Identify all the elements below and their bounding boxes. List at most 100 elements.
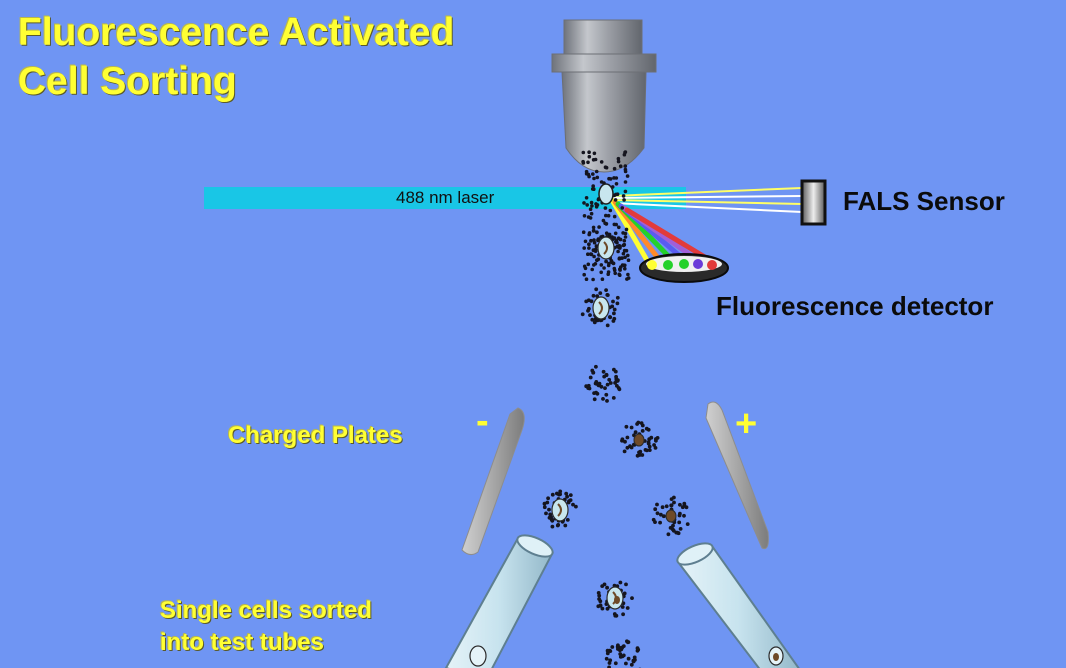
stream-particle bbox=[607, 261, 611, 266]
fluorescence-light-beams bbox=[609, 197, 716, 265]
stream-particle bbox=[602, 266, 606, 270]
droplet-stream bbox=[581, 150, 631, 282]
stream-particle bbox=[582, 264, 587, 269]
stream-particle bbox=[582, 246, 586, 250]
stream-particle bbox=[621, 243, 626, 248]
cell-nucleus-icon bbox=[665, 509, 677, 523]
stream-particle bbox=[591, 225, 596, 230]
stream-particle bbox=[612, 176, 616, 180]
stream-particle bbox=[603, 206, 608, 210]
stream-particle bbox=[618, 164, 623, 168]
stream-particle bbox=[612, 214, 617, 219]
negative-charged-plate-icon bbox=[461, 407, 525, 556]
stream-particle bbox=[617, 225, 621, 230]
stream-particle bbox=[584, 277, 589, 282]
stream-particle bbox=[623, 164, 628, 168]
stream-particle bbox=[606, 272, 610, 277]
stream-particle bbox=[608, 177, 613, 181]
stream-particle bbox=[588, 207, 593, 211]
droplet-icon bbox=[651, 495, 690, 537]
droplet-icon bbox=[580, 287, 620, 328]
stream-particle bbox=[593, 262, 598, 266]
fluorescence-beam bbox=[624, 207, 716, 265]
fals-light-lines bbox=[611, 187, 803, 213]
stream-particle bbox=[582, 201, 586, 205]
stream-particle bbox=[603, 165, 608, 169]
droplet-icon bbox=[542, 489, 578, 529]
stream-particle bbox=[614, 182, 619, 186]
stream-particle bbox=[595, 203, 600, 207]
droplet-icon bbox=[604, 639, 642, 668]
left-test-tube-icon bbox=[444, 534, 554, 668]
stream-particle bbox=[624, 227, 629, 232]
droplet-icon bbox=[596, 580, 634, 618]
minus-sign: - bbox=[476, 400, 489, 442]
stream-particle bbox=[622, 152, 627, 157]
stream-particle bbox=[622, 238, 627, 243]
stream-particle bbox=[621, 194, 626, 198]
stream-particle bbox=[621, 251, 626, 256]
droplet-icon bbox=[587, 230, 627, 266]
stream-particle bbox=[586, 262, 591, 267]
fluorescence-detector-label: Fluorescence detector bbox=[716, 291, 994, 321]
stream-particle bbox=[623, 169, 628, 174]
fals-sensor-label: FALS Sensor bbox=[843, 186, 1005, 216]
stream-particle bbox=[626, 272, 630, 277]
stream-particle bbox=[601, 218, 606, 223]
stream-particle bbox=[589, 211, 594, 216]
stream-particle bbox=[591, 229, 596, 233]
stream-particle bbox=[587, 150, 591, 154]
page-title: Fluorescence Activated Cell Sorting bbox=[18, 8, 454, 106]
stream-particle bbox=[583, 239, 588, 244]
stream-particle bbox=[582, 214, 587, 218]
stream-particle bbox=[614, 192, 618, 197]
stream-particle bbox=[585, 203, 589, 207]
stream-particle bbox=[608, 208, 613, 213]
charged-plates-label: Charged Plates bbox=[228, 422, 403, 449]
cell-nucleus-icon bbox=[633, 433, 645, 447]
stream-particle bbox=[587, 246, 591, 250]
stream-particle bbox=[597, 225, 601, 229]
stream-particle bbox=[623, 255, 627, 260]
stream-particle bbox=[581, 230, 586, 234]
stream-particle bbox=[612, 166, 617, 171]
stream-particle bbox=[587, 232, 591, 237]
title-line-2: Cell Sorting bbox=[18, 60, 237, 103]
stream-particle bbox=[623, 189, 628, 194]
stream-particle bbox=[581, 161, 586, 165]
droplets bbox=[542, 183, 690, 668]
sorted-cells bbox=[469, 645, 784, 667]
stream-particle bbox=[595, 175, 600, 180]
stream-particle bbox=[604, 213, 608, 218]
stream-particle bbox=[590, 267, 594, 272]
stream-particle bbox=[589, 200, 594, 205]
stream-particle bbox=[591, 277, 595, 282]
stream-particle bbox=[621, 231, 625, 235]
stream-particle bbox=[599, 270, 603, 275]
stream-particle bbox=[599, 263, 604, 267]
stream-particle bbox=[622, 198, 626, 202]
stream-particle bbox=[613, 231, 618, 236]
stream-particle bbox=[626, 253, 630, 258]
stream-particle bbox=[600, 277, 605, 282]
stream-particle bbox=[587, 154, 592, 159]
test-tubes-label: Single cells sorted into test tubes bbox=[160, 595, 372, 659]
stream-particle bbox=[591, 158, 596, 162]
stream-particle bbox=[591, 184, 595, 188]
fluorescence-beam bbox=[609, 197, 651, 265]
laser-beam bbox=[204, 187, 686, 209]
stream-particle bbox=[603, 221, 607, 225]
stream-particle bbox=[614, 222, 618, 227]
stream-particle bbox=[616, 156, 621, 161]
stream-particle bbox=[617, 272, 621, 277]
stream-particle bbox=[626, 258, 631, 263]
stream-particle bbox=[581, 150, 586, 155]
fluorescence-detector-icon bbox=[639, 253, 729, 283]
sorted-cell-icon bbox=[469, 645, 487, 667]
stream-particle bbox=[594, 169, 599, 174]
stream-particle bbox=[623, 235, 628, 239]
stream-particle bbox=[590, 204, 594, 208]
title-line-1: Fluorescence Activated bbox=[18, 11, 455, 54]
